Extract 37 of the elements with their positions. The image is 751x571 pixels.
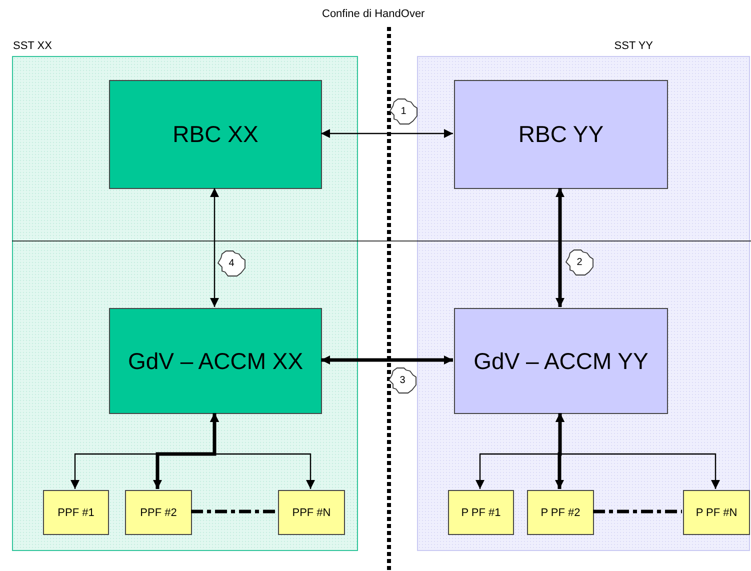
system-box <box>454 80 668 189</box>
device-box <box>43 490 109 535</box>
arrow <box>555 413 564 489</box>
arrow <box>153 413 219 489</box>
system-box <box>109 308 322 414</box>
system-label: RBC XX <box>172 121 258 148</box>
system-box <box>109 80 322 189</box>
callout-number: 3 <box>388 367 417 394</box>
arrow <box>321 129 453 138</box>
device-label: PPF #2 <box>140 506 177 518</box>
callout-number: 4 <box>217 250 246 277</box>
zone-heading: SST YY <box>614 40 653 52</box>
system-box <box>454 308 668 414</box>
arrow <box>556 188 564 307</box>
callout-number: 1 <box>389 98 418 125</box>
system-label: RBC YY <box>518 121 604 148</box>
system-label: GdV – ACCM XX <box>128 348 304 374</box>
device-label: PPF #1 <box>58 506 94 518</box>
arrow <box>556 413 720 489</box>
connector-line <box>191 510 277 514</box>
arrow <box>210 413 315 489</box>
device-box <box>527 490 594 535</box>
device-label: P PF #2 <box>540 506 580 518</box>
device-box <box>125 490 192 535</box>
arrow <box>210 188 219 307</box>
boundary-label: Confine di HandOver <box>322 8 425 20</box>
system-label: GdV – ACCM YY <box>474 348 648 374</box>
device-label: P PF #1 <box>461 506 501 518</box>
device-box <box>683 490 750 535</box>
callout-number: 2 <box>565 249 594 276</box>
device-box <box>448 490 514 535</box>
device-label: PPF #N <box>292 506 331 518</box>
device-box <box>278 490 345 535</box>
zone-heading: SST XX <box>13 40 52 52</box>
connector-line <box>593 510 682 514</box>
device-label: P PF #N <box>696 506 738 518</box>
arrow <box>321 356 453 364</box>
